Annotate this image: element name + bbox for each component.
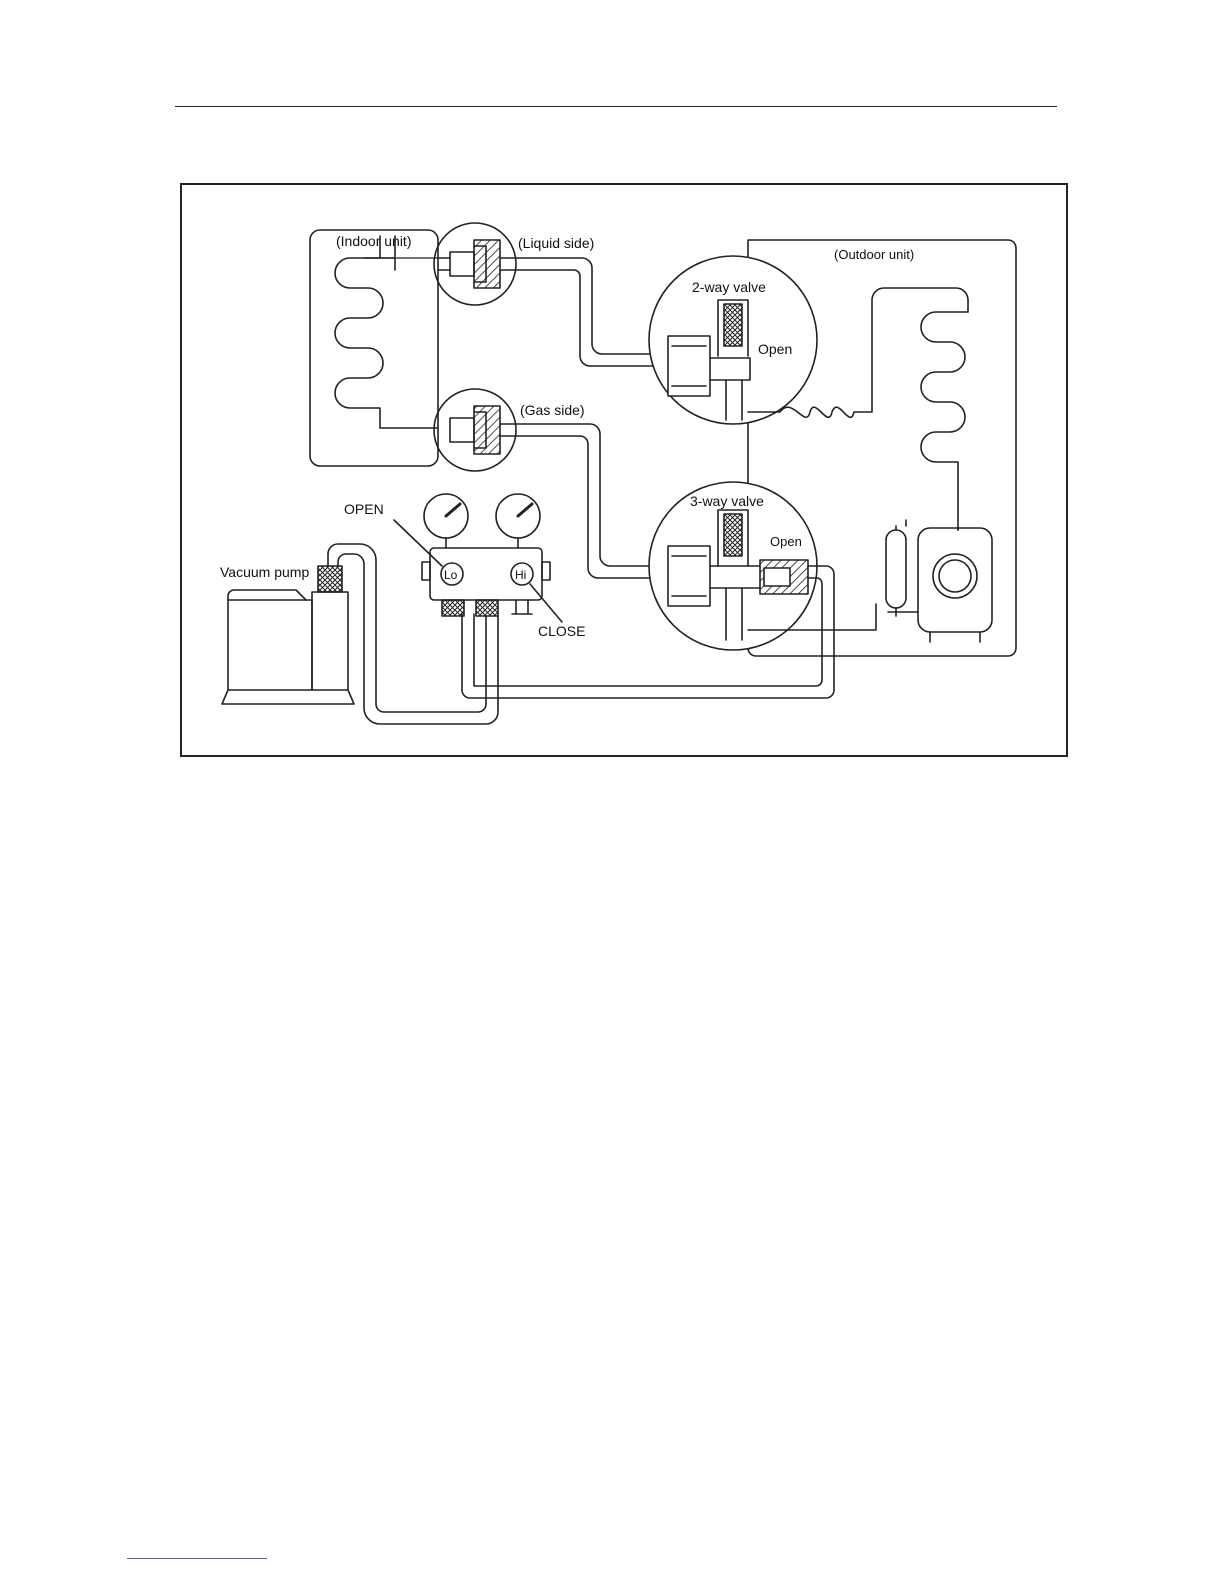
three-way-open-label: Open — [770, 534, 802, 549]
gauge-manifold — [422, 494, 550, 616]
hi-label: Hi — [515, 568, 526, 582]
liquid-side-label: (Liquid side) — [518, 235, 594, 251]
two-way-valve-label: 2-way valve — [692, 279, 766, 295]
vacuum-pump — [222, 566, 354, 704]
compressor — [886, 520, 992, 642]
open-label: OPEN — [344, 501, 384, 517]
indoor-unit — [310, 230, 438, 466]
indoor-unit-label: (Indoor unit) — [336, 233, 411, 249]
outdoor-condenser-coil — [921, 300, 968, 530]
figure-frame — [181, 184, 1067, 756]
liquid-pipe — [500, 258, 668, 366]
outdoor-unit-label: (Outdoor unit) — [834, 247, 914, 262]
three-way-valve-label: 3-way valve — [690, 493, 764, 509]
two-way-open-label: Open — [758, 341, 792, 357]
lo-label: Lo — [444, 568, 458, 582]
gas-side-label: (Gas side) — [520, 402, 585, 418]
close-leader-line — [530, 584, 562, 622]
footer-rule — [127, 1558, 267, 1559]
liquid-side-connection — [434, 223, 516, 305]
vacuum-pump-label: Vacuum pump — [220, 564, 309, 580]
close-label: CLOSE — [538, 623, 585, 639]
gas-side-connection — [434, 389, 516, 471]
